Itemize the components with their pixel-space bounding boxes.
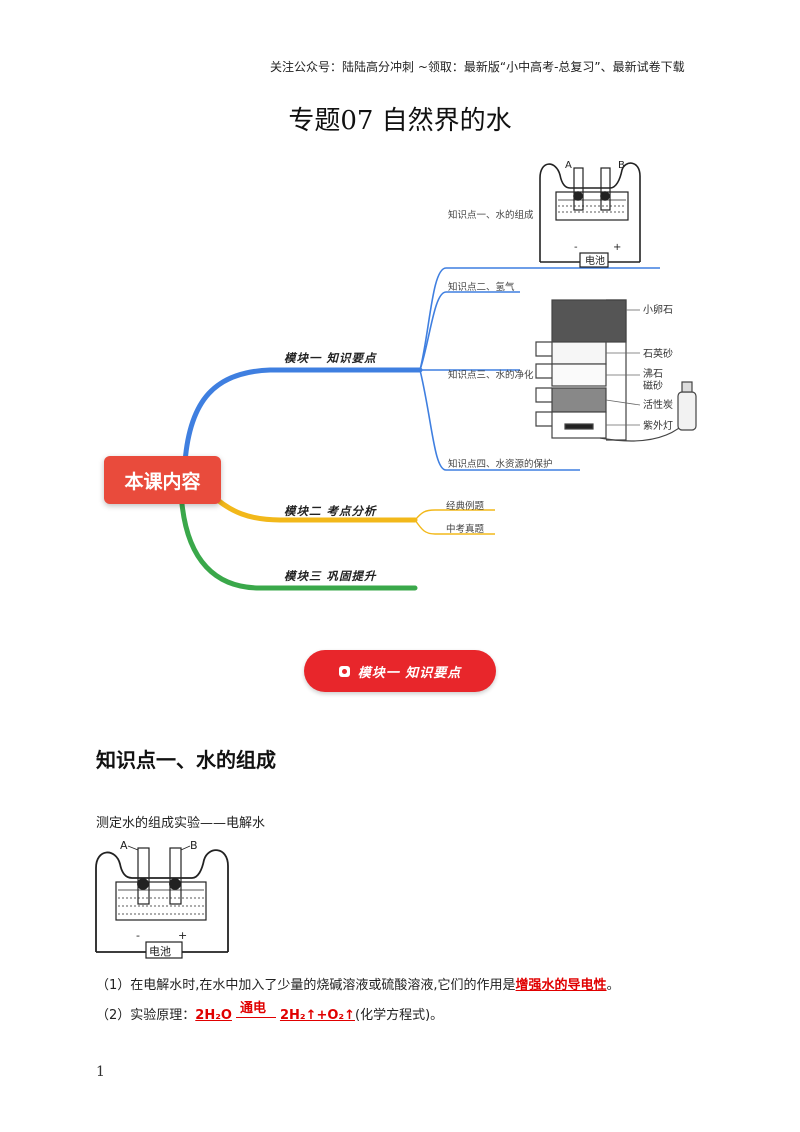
sub-branch-6	[414, 519, 495, 535]
page-title: 专题07 自然界的水	[288, 106, 512, 136]
classic-examples-label: 经典例题	[446, 501, 485, 512]
badge-label: 模块一 知识要点	[357, 665, 462, 681]
figure-label-a: A	[120, 839, 128, 852]
mm-filter-figure	[535, 299, 697, 442]
paragraph-1: （1）在电解水时,在水中加入了少量的烧碱溶液或硫酸溶液,它们的作用是增强水的导电…	[96, 974, 620, 993]
equation-arrow: 通电	[232, 1001, 280, 1023]
mm-electrolysis-minus: -	[574, 242, 578, 253]
sub-branch-2	[419, 291, 520, 371]
mind-map: A B 电池 - + 小卵石 石英砂 沸石 磁砂 活性炭 紫外灯	[179, 160, 697, 591]
page-number: 1	[96, 1064, 105, 1080]
module-2-label: 模块二 考点分析	[284, 504, 377, 518]
filter-label-quartz: 石英砂	[643, 347, 673, 360]
figure-battery: 电池	[149, 945, 171, 958]
kp-2-label: 知识点二、氢气	[448, 282, 515, 293]
figure-minus: -	[136, 929, 140, 942]
mm-electrolysis-label-b: B	[618, 160, 625, 171]
filter-label-carbon: 活性炭	[643, 398, 673, 411]
mm-electrolysis-label-a: A	[565, 160, 572, 171]
branch-module-1	[182, 367, 423, 465]
kp-4-label: 知识点四、水资源的保护	[448, 459, 553, 470]
exam-questions-label: 中考真题	[446, 524, 485, 535]
paragraph-1-prefix: （1）在电解水时,在水中加入了少量的烧碱溶液或硫酸溶液,它们的作用是	[96, 978, 516, 993]
filter-label-pebble: 小卵石	[643, 304, 673, 316]
module-badge: 模块一 知识要点	[304, 650, 496, 692]
center-node: 本课内容	[104, 456, 221, 504]
equation-products: 2H₂↑+O₂↑	[279, 1008, 355, 1023]
figure-label-b: B	[190, 839, 198, 852]
paragraph-2-suffix: (化学方程式)。	[355, 1008, 444, 1023]
module-3-label: 模块三 巩固提升	[284, 569, 377, 583]
branch-module-3	[179, 501, 418, 591]
paragraph-2: （2）实验原理：2H₂O 通电 2H₂↑+O₂↑(化学方程式)。	[96, 1001, 444, 1024]
sub-branch-1	[419, 267, 660, 371]
mm-filter-leader-lines	[605, 309, 641, 426]
equation-reactant: 2H₂O	[195, 1008, 232, 1023]
kp-1-label: 知识点一、水的组成	[448, 210, 534, 221]
electrolysis-figure: A B 电池 - +	[95, 839, 229, 959]
equation-line	[235, 1016, 276, 1018]
header-note: 关注公众号：陆陆高分冲刺 ~领取：最新版“小中高考-总复习”、最新试卷下载	[270, 60, 685, 74]
mm-electrolysis-plus: +	[613, 242, 621, 253]
figure-plus: +	[178, 929, 187, 942]
sub-branch-5	[414, 509, 495, 521]
filter-label-zeolite: 沸石	[643, 367, 663, 380]
mm-electrolysis-figure	[539, 162, 641, 268]
filter-label-uv: 紫外灯	[643, 420, 673, 432]
badge-icon	[338, 665, 350, 677]
paragraph-1-suffix: 。	[606, 978, 620, 993]
filter-label-magnetic: 磁砂	[643, 379, 663, 392]
sub-branch-4	[419, 369, 580, 471]
paragraph-1-answer: 增强水的导电性	[515, 978, 607, 993]
equation-condition: 通电	[239, 1000, 266, 1016]
paragraph-2-prefix: （2）实验原理：	[96, 1008, 196, 1023]
kp-3-label: 知识点三、水的净化	[448, 370, 534, 381]
section-intro: 测定水的组成实验——电解水	[96, 816, 266, 831]
mm-electrolysis-battery: 电池	[585, 254, 605, 267]
module-1-label: 模块一 知识要点	[284, 351, 377, 365]
section-heading: 知识点一、水的组成	[96, 748, 276, 772]
